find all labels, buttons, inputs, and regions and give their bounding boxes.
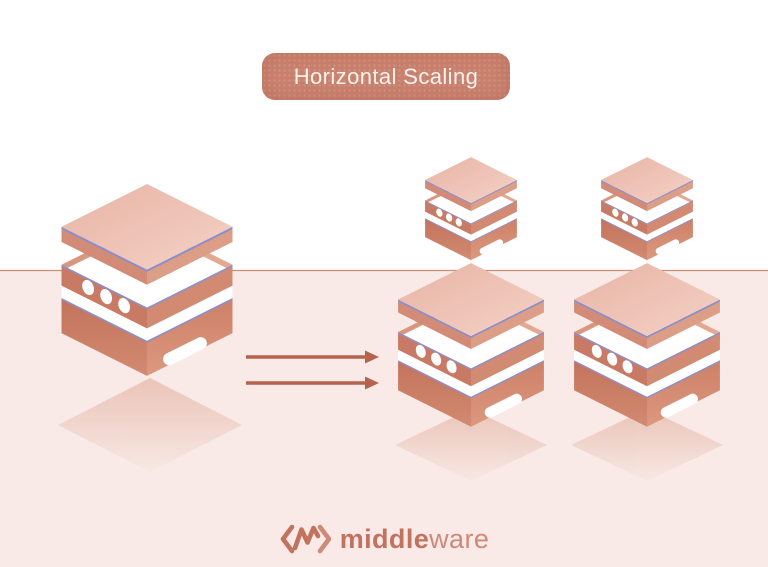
brand-text-light: ware xyxy=(429,523,490,554)
arrow-right-icon xyxy=(246,376,379,390)
brand-footer: middleware xyxy=(0,517,768,561)
brand-wordmark: middleware xyxy=(339,523,490,554)
arrow-right-icon xyxy=(246,350,379,364)
right-chevron-icon xyxy=(317,524,331,554)
scale-out-arrows xyxy=(246,350,379,390)
middleware-logo-icon xyxy=(280,524,331,554)
left-chevron-icon xyxy=(280,524,295,554)
title-badge: Horizontal Scaling xyxy=(262,53,510,100)
page-title: Horizontal Scaling xyxy=(293,63,479,89)
brand-text-bold: middle xyxy=(339,523,430,554)
zigzag-m-icon xyxy=(292,525,321,551)
